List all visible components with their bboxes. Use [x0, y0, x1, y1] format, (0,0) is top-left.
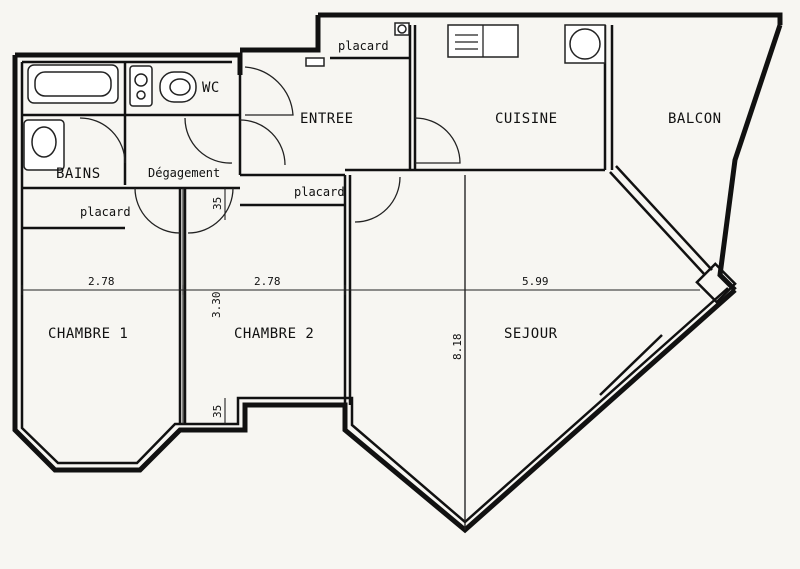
label-placard-bains: placard	[80, 205, 131, 219]
label-bains: BAINS	[56, 166, 101, 182]
label-entree: ENTREE	[300, 111, 354, 127]
label-sejour: SEJOUR	[504, 326, 558, 342]
outer-walls	[12, 12, 783, 534]
fixtures	[23, 22, 606, 171]
interior-walls	[22, 25, 737, 530]
label-cuisine: CUISINE	[495, 111, 558, 127]
label-placard-top: placard	[338, 39, 389, 53]
label-balcon: BALCON	[668, 111, 722, 127]
dim-sejour-height: 8.18	[451, 334, 464, 361]
label-degagement: Dégagement	[148, 166, 220, 180]
doors	[79, 66, 461, 234]
label-chambre1: CHAMBRE 1	[48, 326, 128, 342]
dim-deg-top: 35	[211, 197, 224, 210]
dim-sejour-width: 5.99	[522, 275, 549, 288]
dim-chambre2-width: 2.78	[254, 275, 281, 288]
dim-chambre2-height: 3.30	[210, 292, 223, 319]
room-labels: WC BAINS Dégagement ENTREE CUISINE BALCO…	[48, 39, 722, 342]
dimension-lines	[21, 175, 700, 530]
label-placard-entree: placard	[294, 185, 345, 199]
label-wc: WC	[202, 80, 220, 96]
label-chambre2: CHAMBRE 2	[234, 326, 314, 342]
dimension-labels: 2.78 2.78 5.99 3.30 8.18 35 35	[88, 197, 549, 418]
dim-deg-bottom: 35	[211, 405, 224, 418]
dim-chambre1-width: 2.78	[88, 275, 115, 288]
